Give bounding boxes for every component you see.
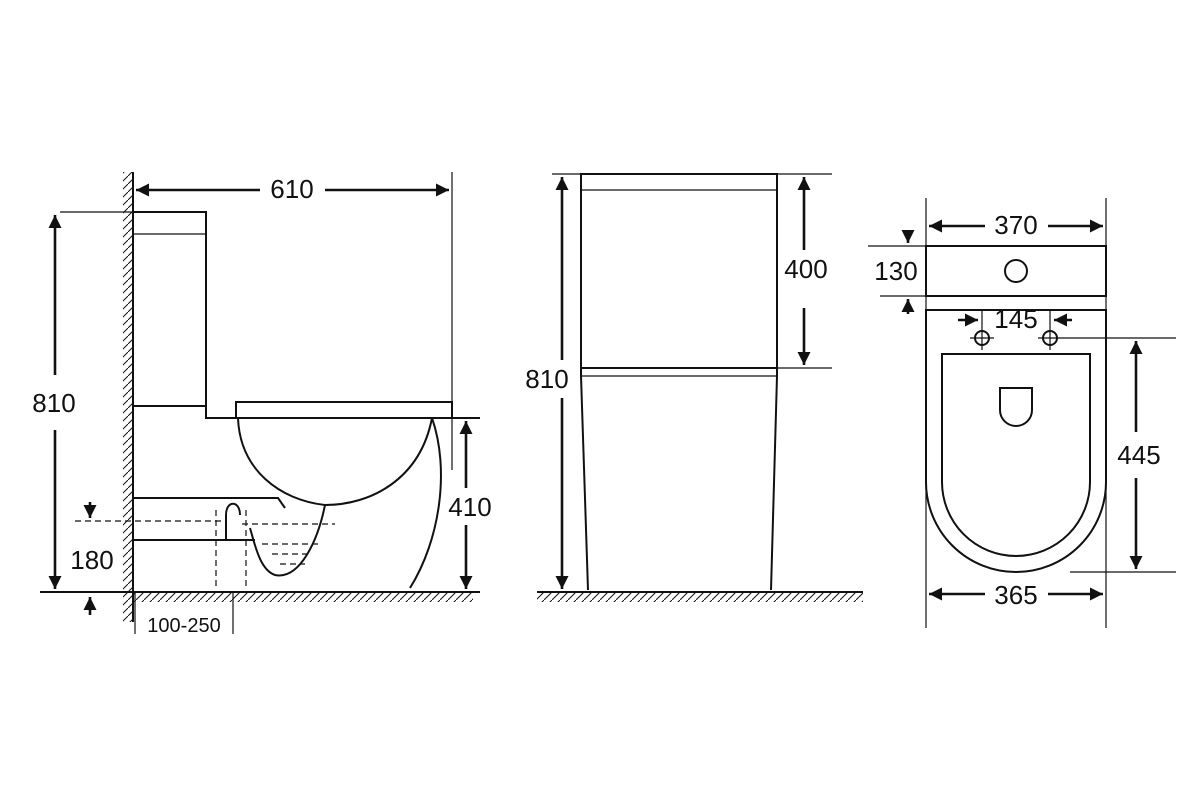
label-810-front: 810	[525, 364, 568, 394]
bowl-inner	[237, 417, 433, 507]
bolt-right-icon	[1038, 326, 1176, 350]
wall-hatch	[123, 172, 133, 622]
label-370: 370	[994, 210, 1037, 240]
label-130: 130	[874, 256, 917, 286]
top-tank	[925, 245, 1107, 297]
outlet-bend	[225, 502, 241, 540]
drain-icon	[999, 387, 1033, 427]
label-145: 145	[994, 304, 1037, 334]
bowl-outer	[409, 417, 442, 589]
top-view: 370 130 145 445 365	[868, 198, 1176, 628]
side-view: 610 810 410 180 100-250	[32, 172, 492, 637]
trapway	[249, 504, 326, 577]
label-400: 400	[784, 254, 827, 284]
label-610: 610	[270, 174, 313, 204]
flush-button-icon	[1004, 259, 1028, 283]
bolt-left-icon	[970, 326, 994, 350]
front-floor-hatch	[537, 592, 863, 602]
front-view: 810 400	[525, 173, 863, 602]
seat-outline	[235, 401, 453, 418]
bowl-outer-top	[925, 309, 1107, 573]
label-180: 180	[70, 545, 113, 575]
floor-hatch	[133, 592, 473, 602]
front-tank	[580, 173, 778, 369]
label-445: 445	[1117, 440, 1160, 470]
label-810-side: 810	[32, 388, 75, 418]
label-410: 410	[448, 492, 491, 522]
tank-outline	[133, 211, 480, 419]
outlet-top	[133, 497, 286, 509]
front-body	[580, 368, 778, 591]
bowl-inner-top	[941, 353, 1091, 557]
label-365: 365	[994, 580, 1037, 610]
label-100-250: 100-250	[147, 615, 220, 637]
